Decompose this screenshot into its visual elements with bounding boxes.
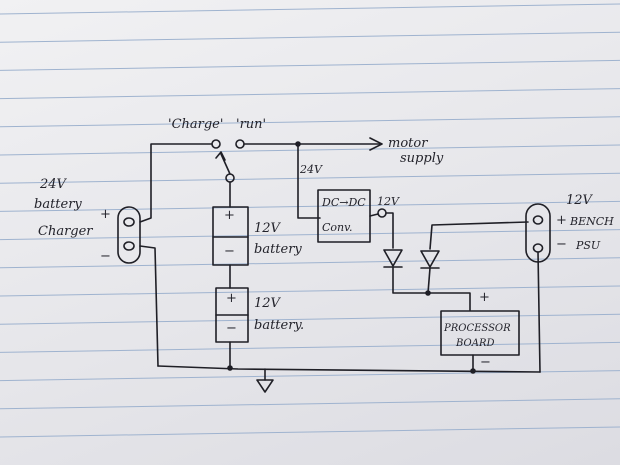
battery-bottom-minus-label: − — [226, 321, 237, 336]
psu-voltage-label: 12V — [566, 193, 592, 208]
ruled-line — [0, 59, 620, 71]
ruled-line — [0, 398, 620, 410]
ruled-line — [0, 31, 620, 43]
wire-psu-to-diode-right — [429, 221, 529, 250]
converter-label-line1: DC→DC — [322, 196, 366, 209]
wire-charger-to-switch — [139, 143, 213, 223]
wire-converter-out — [369, 213, 379, 217]
ruled-line — [0, 285, 620, 297]
switch-pole-charge — [211, 139, 221, 149]
charger-connector — [117, 206, 141, 264]
switch-common — [225, 173, 235, 183]
wire-charger-minus-down — [139, 245, 159, 367]
battery-bottom-label: battery. — [254, 318, 305, 333]
charger-minus-label: − — [100, 249, 111, 264]
ruled-line — [0, 3, 620, 15]
converter-output-label: 12V — [377, 195, 399, 208]
battery-top-label: battery — [254, 242, 302, 257]
charger-plus-label: + — [100, 207, 111, 222]
processor-label-line2: BOARD — [456, 338, 495, 349]
charger-plus-terminal — [123, 217, 135, 227]
battery-top-voltage-label: 12V — [254, 221, 280, 236]
motor-label-line2: supply — [400, 151, 444, 166]
junction-diodes — [425, 290, 431, 296]
charger-minus-terminal — [123, 241, 135, 251]
charger-voltage-label: 24V — [40, 177, 66, 192]
wire-diodes-joined — [392, 266, 431, 294]
converter-out-terminal — [377, 208, 387, 218]
diode-right — [420, 250, 440, 268]
ruled-line — [0, 88, 620, 100]
switch-lever — [220, 153, 231, 175]
psu-minus-terminal — [532, 243, 544, 253]
ruled-line — [0, 229, 620, 241]
junction-run-rail — [295, 141, 301, 147]
battery-bottom-plus-label: + — [226, 291, 237, 306]
ground-rail — [157, 365, 541, 373]
ground-symbol — [256, 379, 274, 393]
ruled-line — [0, 200, 620, 212]
ruled-line — [0, 144, 620, 156]
psu-plus-label: + — [556, 213, 567, 228]
psu-minus-label: − — [556, 237, 567, 252]
switch-lever-arrow — [215, 151, 226, 161]
processor-minus-label: − — [480, 355, 491, 370]
battery-top-minus-label: − — [224, 244, 235, 259]
ruled-line — [0, 426, 620, 438]
switch-pole-run — [235, 139, 245, 149]
ruled-line — [0, 172, 620, 184]
ruled-line — [0, 116, 620, 128]
ruled-line — [0, 257, 620, 269]
wire-psu-minus-down — [537, 251, 541, 373]
diode-left — [383, 249, 403, 267]
motor-label-line1: motor — [388, 136, 428, 151]
processor-label-line1: PROCESSOR — [444, 323, 511, 334]
converter-label-line2: Conv. — [322, 221, 353, 234]
ruled-line — [0, 313, 620, 325]
motor-arrow — [369, 137, 383, 151]
junction-ground-processor — [470, 368, 476, 374]
battery-top-plus-label: + — [224, 208, 235, 223]
ruled-line — [0, 341, 620, 353]
charger-label-line2: Charger — [38, 224, 93, 239]
psu-label-line2: PSU — [576, 239, 601, 252]
wire-rail-to-converter — [297, 143, 321, 219]
wire-to-processor-plus — [427, 292, 471, 311]
switch-charge-label: 'Charge' — [168, 117, 224, 132]
switch-run-label: 'run' — [236, 117, 267, 132]
junction-ground-battery — [227, 365, 233, 371]
processor-plus-label: + — [479, 290, 490, 305]
psu-label-line1: BENCH — [570, 215, 614, 228]
wire-to-diode-left — [385, 212, 394, 249]
processor-board — [440, 310, 520, 356]
psu-plus-terminal — [532, 215, 544, 225]
charger-label-line1: battery — [34, 197, 82, 212]
battery-bottom-voltage-label: 12V — [254, 296, 280, 311]
rail-voltage-label: 24V — [300, 163, 322, 176]
